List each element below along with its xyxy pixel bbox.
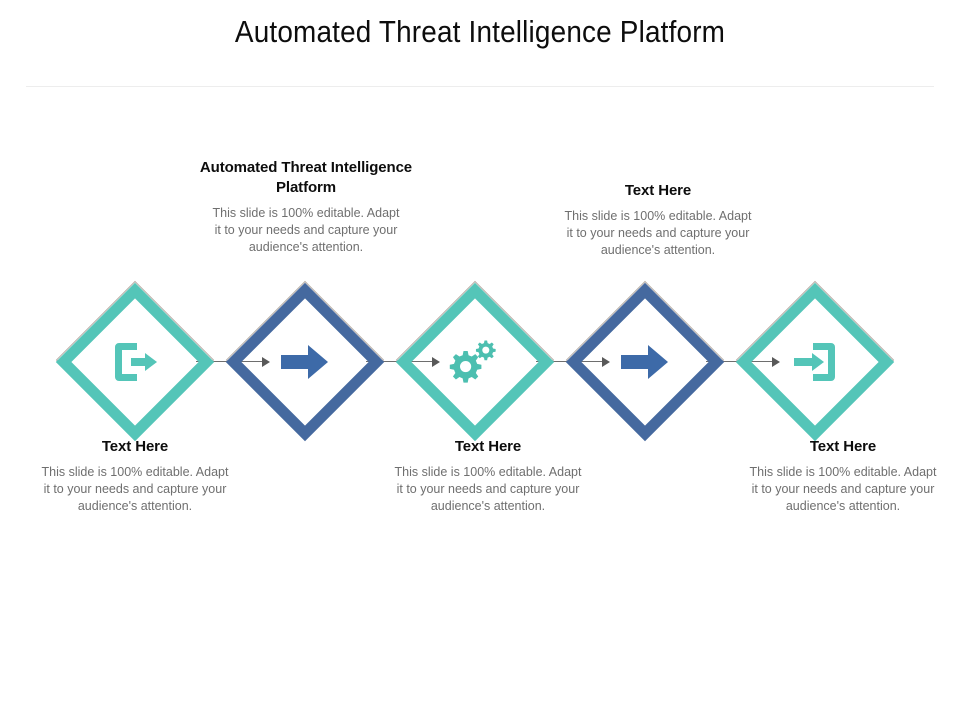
connector-arrowhead: [772, 357, 780, 367]
connector-arrowhead: [432, 357, 440, 367]
connector-1-to-2: [196, 356, 270, 368]
step-3-label: Text Here This slide is 100% editable. A…: [390, 437, 586, 515]
step-2-label: Automated Threat Intelligence Platform T…: [190, 158, 422, 256]
step-2-heading: Automated Threat Intelligence Platform: [199, 159, 413, 196]
login-icon: [753, 300, 877, 424]
step-5-heading: Text Here: [809, 438, 877, 455]
arrow-right-icon: [583, 300, 707, 424]
title-divider: [26, 86, 934, 87]
process-step-4[interactable]: [565, 280, 725, 442]
connector-line: [366, 361, 433, 362]
step-3-heading: Text Here: [454, 438, 522, 455]
connector-arrowhead: [602, 357, 610, 367]
connector-arrowhead: [262, 357, 270, 367]
step-1-heading: Text Here: [101, 438, 169, 455]
connector-line: [196, 361, 263, 362]
process-step-1[interactable]: [55, 280, 215, 442]
connector-3-to-4: [536, 356, 610, 368]
step-3-body: This slide is 100% editable. Adapt it to…: [394, 465, 582, 513]
step-2-body: This slide is 100% editable. Adapt it to…: [212, 206, 400, 254]
page-title: Automated Threat Intelligence Platform: [234, 14, 726, 49]
step-4-label: Text Here This slide is 100% editable. A…: [560, 181, 756, 259]
connector-2-to-3: [366, 356, 440, 368]
step-1-body: This slide is 100% editable. Adapt it to…: [41, 465, 229, 513]
exit-icon: [73, 300, 197, 424]
step-4-body: This slide is 100% editable. Adapt it to…: [564, 209, 752, 257]
gears-icon: [413, 300, 537, 424]
step-5-label: Text Here This slide is 100% editable. A…: [745, 437, 941, 515]
step-4-heading: Text Here: [624, 182, 692, 199]
connector-line: [536, 361, 603, 362]
step-1-label: Text Here This slide is 100% editable. A…: [37, 437, 233, 515]
connector-line: [706, 361, 773, 362]
process-step-2[interactable]: [225, 280, 385, 442]
arrow-right-icon: [243, 300, 367, 424]
process-step-5[interactable]: [735, 280, 895, 442]
step-5-body: This slide is 100% editable. Adapt it to…: [749, 465, 937, 513]
process-step-3[interactable]: [395, 280, 555, 442]
connector-4-to-5: [706, 356, 780, 368]
